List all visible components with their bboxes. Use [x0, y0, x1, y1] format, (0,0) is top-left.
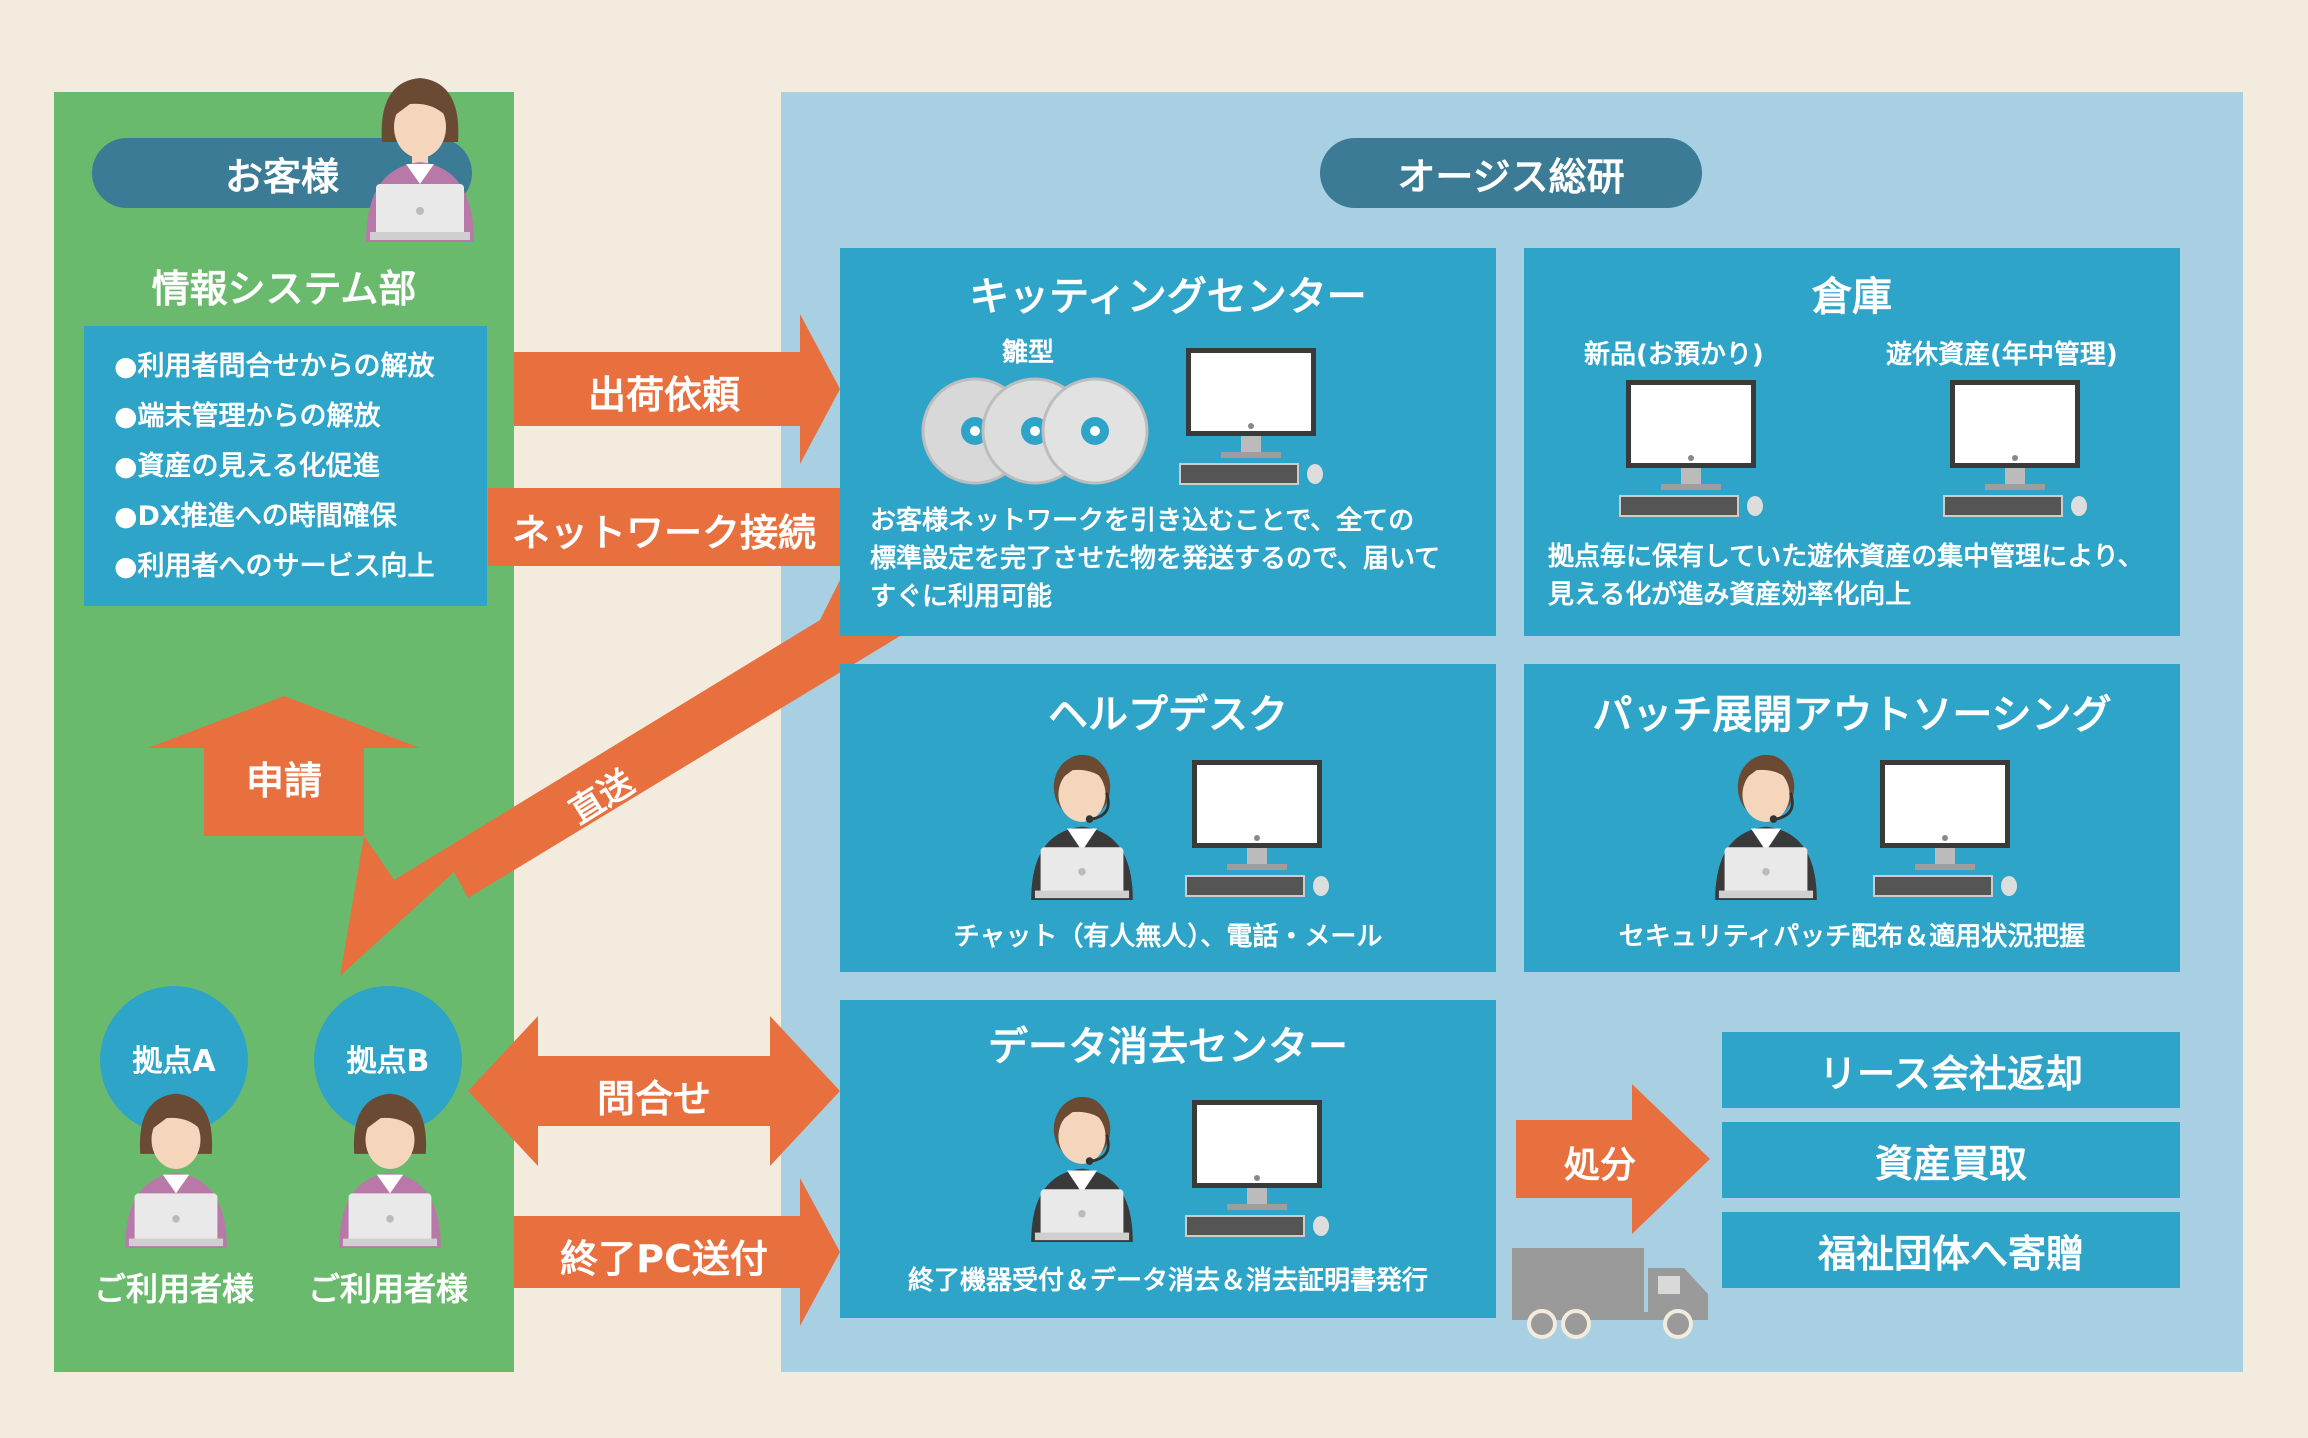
truck-icon	[1512, 1248, 1708, 1339]
benefit-item: ●利用者へのサービス向上	[114, 551, 435, 582]
kitting-desc-line: お客様ネットワークを引き込むことで、全ての	[870, 506, 1415, 536]
inquiry-arrow	[468, 1016, 840, 1166]
apply-label: 申請	[245, 759, 322, 803]
model-label: 雛型	[1002, 338, 1055, 368]
direct-ship-arrow	[340, 580, 900, 976]
kitting-desc-line: 標準設定を完了させた物を発送するので、届いて	[870, 544, 1441, 574]
destination-lease-return: リース会社返却	[1722, 1032, 2180, 1108]
computer-icon	[1873, 760, 2017, 897]
patch-title: パッチ展開アウトソーシング	[1592, 692, 2112, 738]
erase-center-box: データ消去センター 終了機器受付＆データ消去＆消去証明書発行	[840, 1000, 1496, 1318]
dept-title: 情報システム部	[151, 267, 417, 311]
erase-title: データ消去センター	[988, 1024, 1348, 1070]
kitting-desc-line: すぐに利用可能	[870, 582, 1053, 612]
computer-icon	[1179, 348, 1323, 485]
patch-box: パッチ展開アウトソーシング セキュリティパッチ配布＆適用状況把握	[1524, 664, 2180, 972]
idle-assets-label: 遊休資産(年中管理)	[1886, 340, 2118, 370]
warehouse-desc-line: 見える化が進み資産効率化向上	[1548, 580, 1912, 610]
patch-description: セキュリティパッチ配布＆適用状況把握	[1618, 922, 2086, 952]
benefit-item: ●利用者問合せからの解放	[114, 351, 435, 382]
benefit-item: ●DX推進への時間確保	[114, 501, 397, 532]
kitting-center-box: キッティングセンター 雛型 お客様ネットワークを引き込むことで、全ての 標準設定…	[840, 248, 1496, 636]
site-b-label: 拠点B	[346, 1044, 430, 1079]
inquiry-label: 問合せ	[596, 1077, 711, 1121]
user-a-person-icon	[125, 1093, 227, 1248]
oasys-pill: オージス総研	[1320, 138, 1702, 208]
computer-icon	[1185, 1100, 1329, 1237]
helpdesk-title: ヘルプデスク	[1048, 692, 1288, 738]
user-a-label: ご利用者様	[93, 1270, 254, 1308]
ship-request-label: 出荷依頼	[587, 373, 740, 417]
apply-arrow	[148, 696, 420, 836]
site-a-label: 拠点A	[132, 1044, 216, 1079]
computer-icon	[1185, 760, 1329, 897]
disposal-label: 処分	[1563, 1145, 1636, 1186]
user-b-person-icon	[339, 1093, 441, 1248]
computer-icon	[1943, 380, 2087, 517]
computer-icon	[1619, 380, 1763, 517]
kitting-title: キッティングセンター	[969, 274, 1367, 320]
warehouse-title: 倉庫	[1812, 274, 1892, 320]
kitting-description: お客様ネットワークを引き込むことで、全ての 標準設定を完了させた物を発送するので…	[870, 502, 1440, 616]
ship-request-arrow	[514, 314, 840, 464]
operator-icon	[1031, 755, 1133, 900]
warehouse-box: 倉庫 新品(お預かり) 遊休資産(年中管理) 拠点毎に保有していた遊休資産の集中…	[1524, 248, 2180, 636]
benefit-item: ●端末管理からの解放	[114, 401, 381, 432]
benefit-item: ●資産の見える化促進	[114, 451, 380, 482]
warehouse-desc-line: 拠点毎に保有していた遊休資産の集中管理により、	[1548, 542, 2144, 572]
network-connection-bar	[488, 488, 840, 566]
helpdesk-description: チャット（有人無人）、電話・メール	[953, 922, 1383, 952]
return-pc-label: 終了PC送付	[560, 1237, 768, 1281]
disposal-arrow	[1516, 1084, 1710, 1234]
disc-icon	[921, 377, 1149, 485]
operator-icon	[1715, 755, 1817, 900]
warehouse-description: 拠点毎に保有していた遊休資産の集中管理により、 見える化が進み資産効率化向上	[1548, 538, 2144, 614]
customer-person-icon	[366, 78, 474, 242]
erase-description: 終了機器受付＆データ消去＆消去証明書発行	[907, 1266, 1428, 1296]
destination-asset-purchase: 資産買取	[1722, 1122, 2180, 1198]
benefits-box: ●利用者問合せからの解放 ●端末管理からの解放 ●資産の見える化促進 ●DX推進…	[84, 326, 487, 606]
return-pc-arrow	[514, 1178, 840, 1326]
network-label: ネットワーク接続	[511, 511, 816, 555]
helpdesk-box: ヘルプデスク チャット（有人無人）、電話・メール	[840, 664, 1496, 972]
operator-icon	[1031, 1097, 1133, 1242]
new-items-label: 新品(お預かり)	[1584, 340, 1764, 370]
user-b-label: ご利用者様	[307, 1270, 468, 1308]
destination-welfare-donation: 福祉団体へ寄贈	[1722, 1212, 2180, 1288]
